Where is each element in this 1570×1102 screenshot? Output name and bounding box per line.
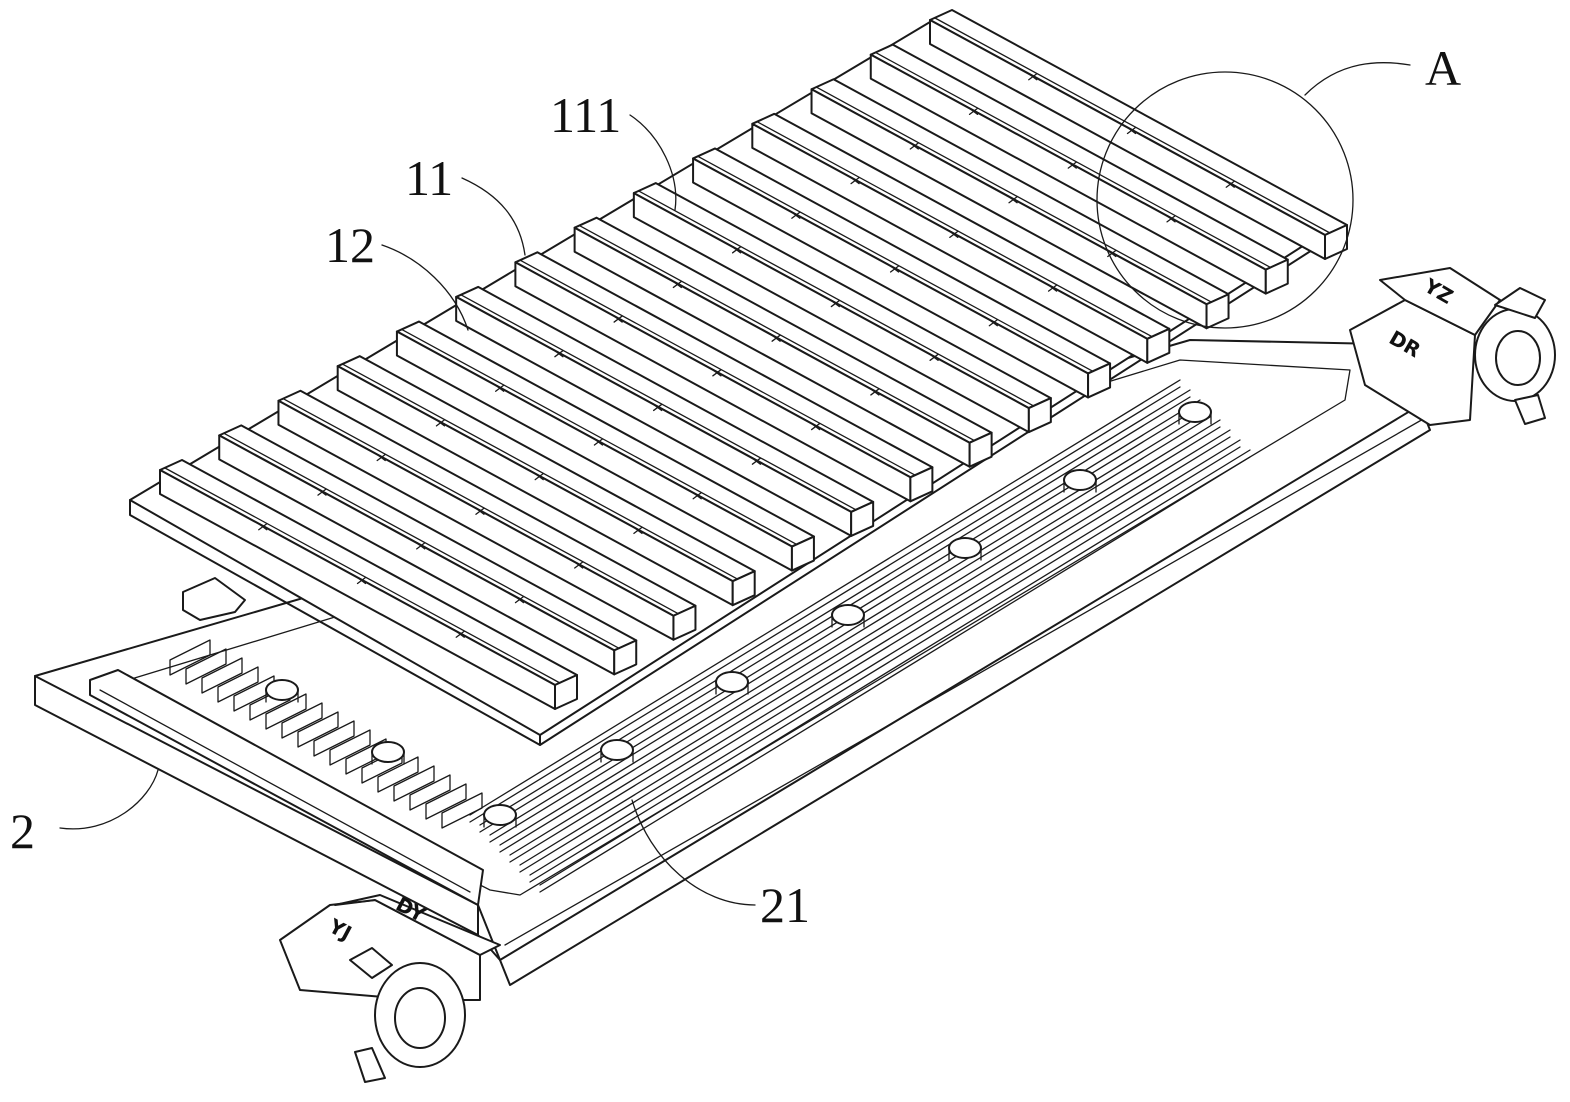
label-a: A xyxy=(1425,40,1461,96)
boss xyxy=(601,740,633,760)
boss xyxy=(1179,402,1211,422)
leader-11 xyxy=(462,178,525,255)
label-21: 21 xyxy=(760,877,810,933)
leader-2 xyxy=(60,770,158,829)
boss xyxy=(372,742,404,762)
left-pipe-connector: YJ DY xyxy=(280,892,500,1082)
label-2: 2 xyxy=(10,803,35,859)
boss xyxy=(266,680,298,700)
boss xyxy=(716,672,748,692)
leader-a xyxy=(1305,63,1410,95)
boss xyxy=(832,605,864,625)
boss xyxy=(484,805,516,825)
label-12: 12 xyxy=(325,217,375,273)
label-11: 11 xyxy=(405,150,453,206)
boss xyxy=(949,538,981,558)
label-111: 111 xyxy=(550,87,621,143)
back-tab xyxy=(183,578,245,620)
boss xyxy=(1064,470,1096,490)
